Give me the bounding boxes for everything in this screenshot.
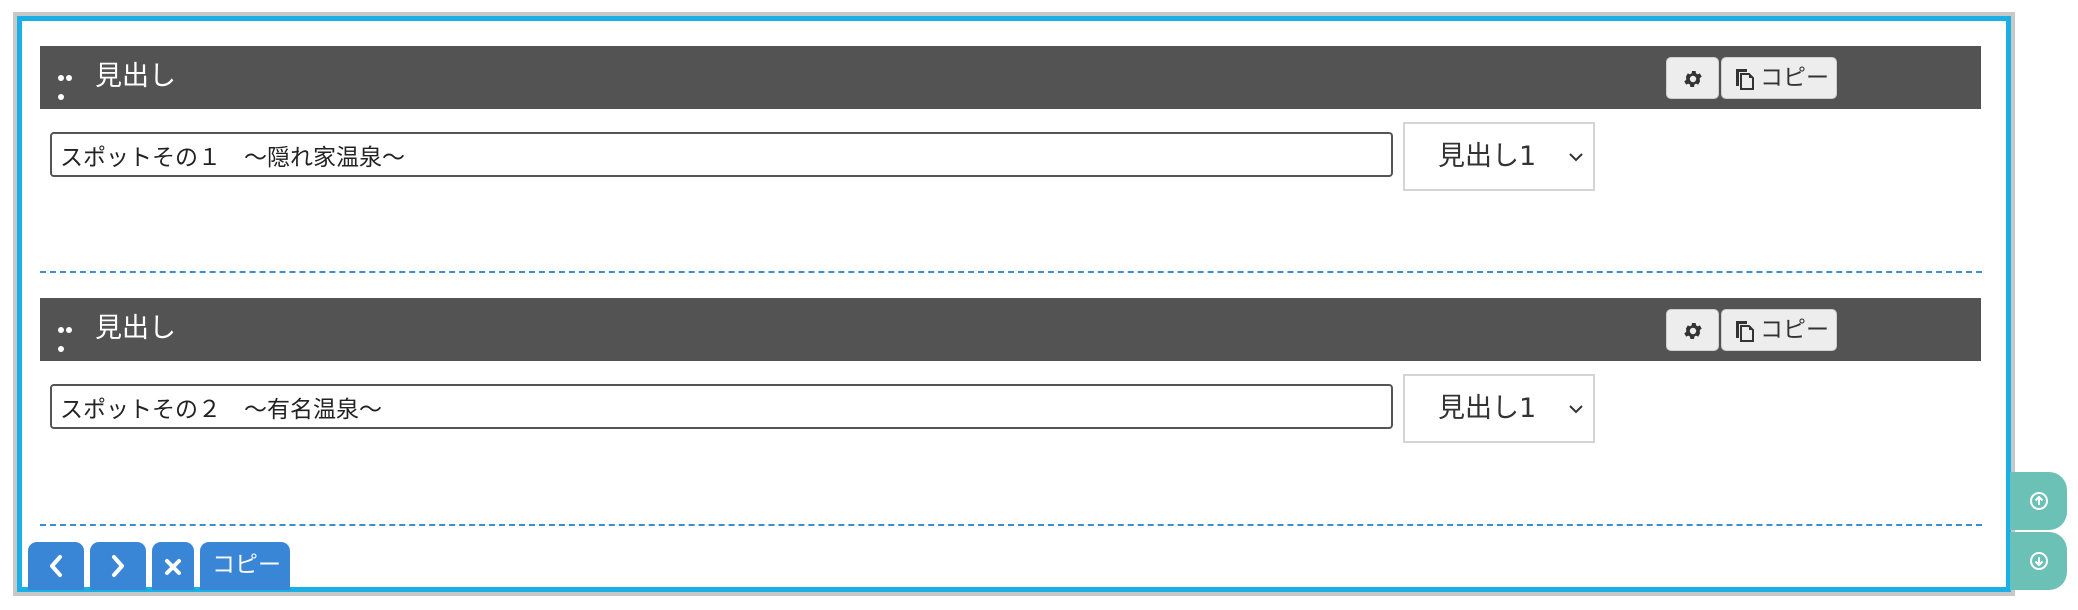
- block-header: 見出し コピー: [40, 298, 1981, 361]
- copy-icon: [1736, 69, 1754, 90]
- copy-icon: [1736, 321, 1754, 342]
- block-copy-button[interactable]: コピー: [1721, 309, 1837, 351]
- block-title: 見出し: [95, 61, 176, 92]
- gear-icon: [1684, 71, 1702, 87]
- chevron-down-icon: [1569, 405, 1583, 414]
- scroll-down-button[interactable]: [2010, 532, 2067, 590]
- heading-block-1: 見出し コピー 見出し1: [40, 46, 1981, 298]
- heading-text-input[interactable]: [50, 384, 1393, 429]
- editor-outer-border: [13, 12, 2015, 596]
- block-divider: [40, 524, 1982, 526]
- gear-icon: [1684, 323, 1702, 339]
- delete-block-button[interactable]: [152, 542, 194, 590]
- settings-button[interactable]: [1666, 57, 1719, 99]
- heading-level-value: 見出し1: [1438, 393, 1537, 424]
- block-header: 見出し コピー: [40, 46, 1981, 109]
- arrow-down-circle-icon: [2030, 552, 2048, 570]
- chevron-left-icon: [50, 555, 62, 577]
- copy-button-label: コピー: [212, 552, 281, 578]
- chevron-right-icon: [112, 555, 124, 577]
- drag-handle-icon[interactable]: [58, 75, 80, 100]
- chevron-down-icon: [1569, 153, 1583, 162]
- block-divider: [40, 271, 1982, 273]
- heading-text-input[interactable]: [50, 132, 1393, 177]
- copy-button-label: コピー: [1760, 65, 1829, 91]
- copy-block-button[interactable]: コピー: [200, 542, 290, 590]
- settings-button[interactable]: [1666, 309, 1719, 351]
- copy-button-label: コピー: [1760, 317, 1829, 343]
- block-copy-button[interactable]: コピー: [1721, 57, 1837, 99]
- heading-level-select[interactable]: 見出し1: [1403, 374, 1595, 443]
- heading-level-value: 見出し1: [1438, 141, 1537, 172]
- heading-block-2: 見出し コピー 見出し1: [40, 298, 1981, 550]
- arrow-up-circle-icon: [2030, 492, 2048, 510]
- heading-level-select[interactable]: 見出し1: [1403, 122, 1595, 191]
- move-next-button[interactable]: [90, 542, 146, 590]
- scroll-up-button[interactable]: [2010, 472, 2067, 530]
- close-icon: [165, 559, 181, 575]
- drag-handle-icon[interactable]: [58, 327, 80, 352]
- block-title: 見出し: [95, 313, 176, 344]
- move-prev-button[interactable]: [28, 542, 84, 590]
